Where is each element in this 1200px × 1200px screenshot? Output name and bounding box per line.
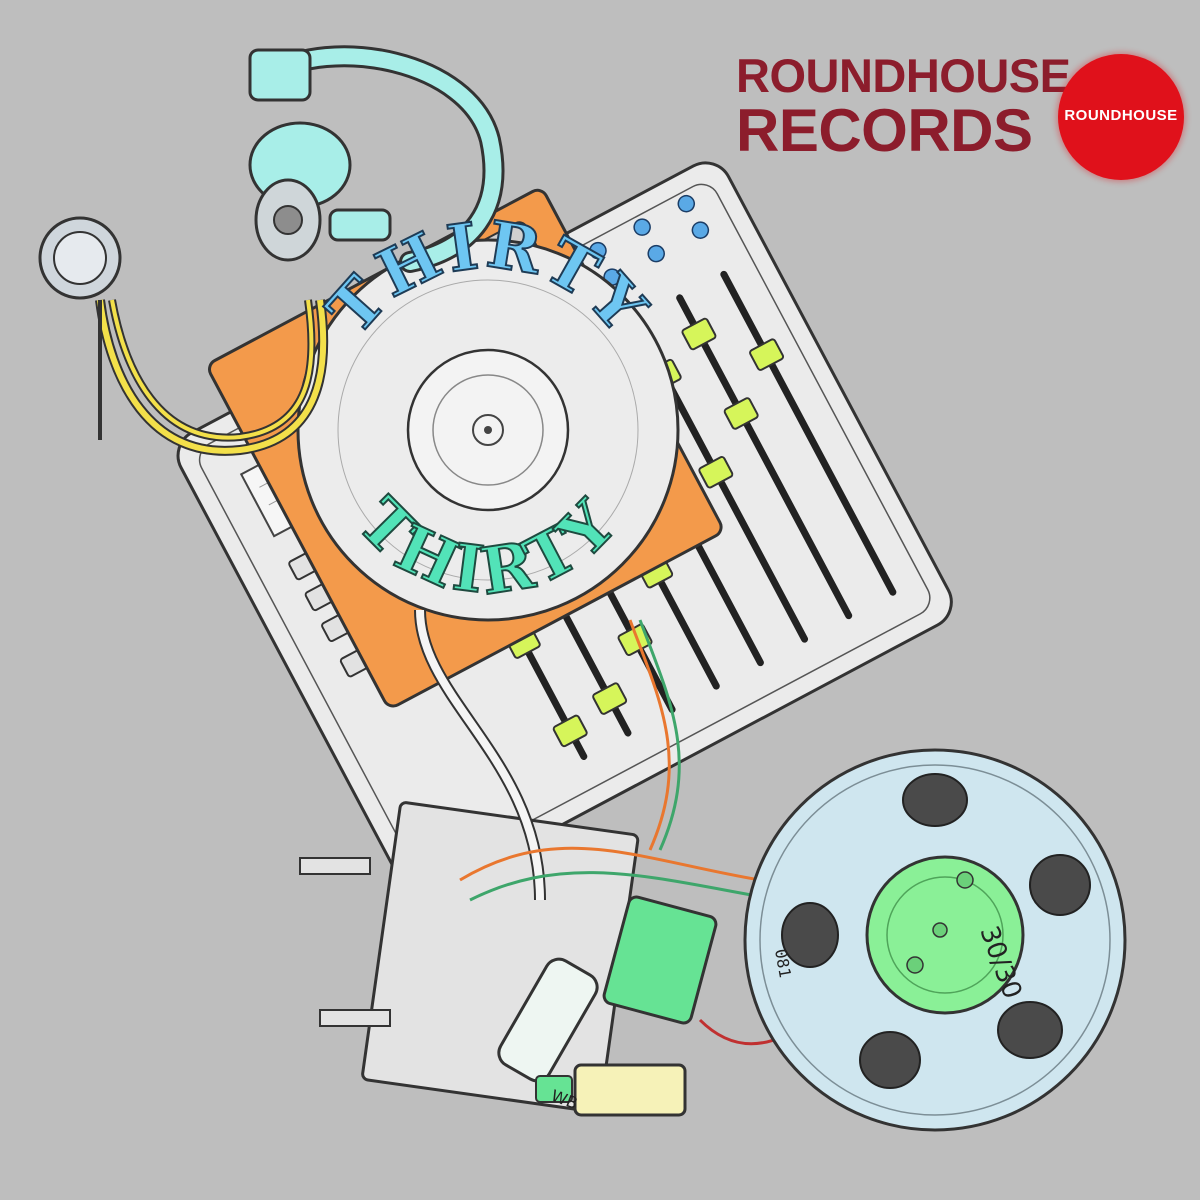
headphones-icon: [248, 45, 505, 273]
roundhouse-logo-icon: ROUNDHOUSE: [1058, 54, 1184, 180]
brand-line-1: ROUNDHOUSE: [736, 49, 1071, 102]
brand-wordmark: ROUNDHOUSE RECORDS: [736, 49, 1071, 164]
component-label: 081: [771, 947, 795, 979]
brand-line-2: RECORDS: [736, 97, 1033, 164]
badge-text: ROUNDHOUSE: [1064, 107, 1178, 124]
circuit-board-icon: [299, 609, 851, 1117]
vinyl-record-icon: [296, 238, 680, 622]
microphone-icon: [38, 216, 329, 456]
tape-reel-icon: [743, 748, 1127, 1132]
